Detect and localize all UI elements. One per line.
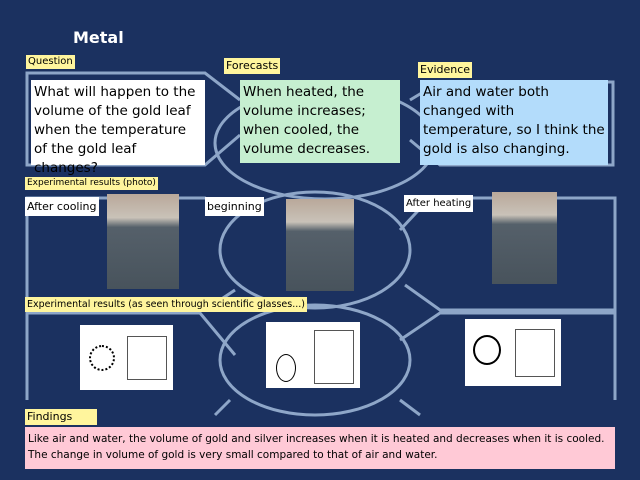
forecasts-box: When heated, the volume increases; when … [240,80,400,163]
evidence-label: Evidence [418,62,473,78]
after-cooling-photo [107,194,179,289]
question-box: What will happen to the volume of the go… [31,80,205,176]
after-cooling-label: After cooling [25,197,99,216]
glasses-results-label: Experimental results (as seen through sc… [25,297,307,312]
beginning-sketch [266,322,360,388]
findings-label: Findings [25,409,97,425]
page-title: Metal [73,28,124,47]
beginning-label: beginning [205,197,264,216]
after-heating-photo [492,192,557,284]
after-cooling-sketch [80,325,173,390]
after-heating-sketch [465,319,561,386]
evidence-box: Air and water both changed with temperat… [420,80,608,165]
findings-box: Like air and water, the volume of gold a… [25,427,615,469]
question-label: Question [26,55,75,69]
photo-results-label: Experimental results (photo) [25,177,158,190]
after-heating-label: After heating [404,195,474,212]
forecasts-label: Forecasts [224,58,281,74]
beginning-photo [286,199,354,291]
